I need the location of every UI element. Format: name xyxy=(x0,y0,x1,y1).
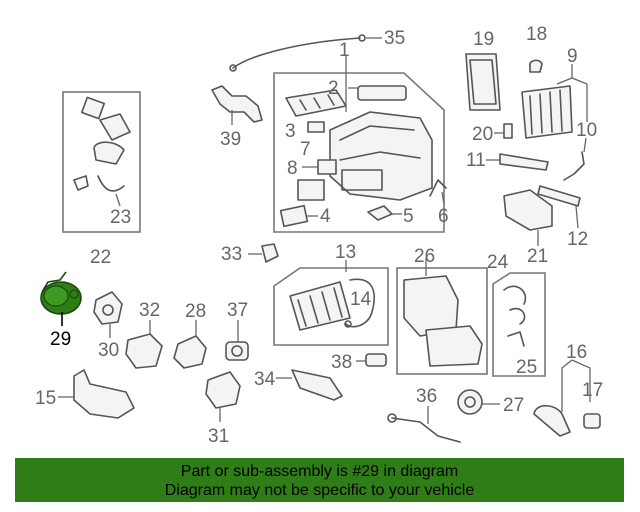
callout-28: 28 xyxy=(185,301,206,322)
part-35-cable xyxy=(229,34,382,72)
part-22-set xyxy=(73,96,131,207)
callout-13: 13 xyxy=(335,242,356,263)
part-26-case xyxy=(403,258,483,367)
callout-39: 39 xyxy=(220,129,241,150)
part-39-bracket xyxy=(211,85,263,125)
part-38-sensor xyxy=(356,353,387,367)
callout-24: 24 xyxy=(487,252,509,273)
part-7-clip xyxy=(307,121,325,133)
part-29-blower-motor xyxy=(40,271,82,326)
part-15-duct xyxy=(58,369,135,419)
part-4b-motor xyxy=(297,179,325,201)
callout-8: 8 xyxy=(287,158,298,179)
callout-35: 35 xyxy=(384,28,405,49)
part-34-duct xyxy=(276,369,343,401)
part-13-evaporator xyxy=(289,260,351,331)
part-12-bracket xyxy=(537,185,581,229)
part-19-filter xyxy=(465,53,501,111)
part-5-seal xyxy=(367,205,402,221)
part-10-hose xyxy=(563,137,587,181)
callout-17: 17 xyxy=(582,380,603,401)
fitment-notice-banner: Part or sub-assembly is #29 in diagram D… xyxy=(15,458,624,502)
callout-31: 31 xyxy=(208,426,229,447)
callout-14: 14 xyxy=(350,289,372,310)
hvac-exploded-diagram: 1 2 3 4 5 6 7 8 9 10 11 12 13 14 15 16 1… xyxy=(35,24,603,447)
part-14-pipe xyxy=(344,278,375,328)
part-1-heater-case xyxy=(329,55,433,201)
callout-1: 1 xyxy=(339,40,350,61)
callout-29-highlighted: 29 xyxy=(50,329,71,350)
callout-38: 38 xyxy=(331,352,352,373)
callout-22: 22 xyxy=(90,247,111,268)
callout-26: 26 xyxy=(414,246,435,267)
callout-4: 4 xyxy=(320,206,331,227)
part-30-actuator xyxy=(93,291,123,338)
callout-6: 6 xyxy=(438,206,449,227)
callout-15: 15 xyxy=(35,388,56,409)
callout-23: 23 xyxy=(110,207,131,228)
group-box-evaporator xyxy=(273,267,389,346)
callout-2: 2 xyxy=(328,78,339,99)
callout-36: 36 xyxy=(416,386,437,407)
group-box-22 xyxy=(62,91,141,233)
callout-5: 5 xyxy=(403,206,414,227)
callout-25: 25 xyxy=(516,357,537,378)
part-2-door xyxy=(348,85,407,101)
callout-37: 37 xyxy=(227,300,248,321)
callout-3: 3 xyxy=(285,121,296,142)
callout-32: 32 xyxy=(139,300,160,321)
part-33-clip xyxy=(248,243,279,263)
part-9-filter xyxy=(521,64,588,139)
callout-11: 11 xyxy=(466,150,486,171)
callout-10: 10 xyxy=(576,120,597,141)
callout-9: 9 xyxy=(567,46,578,67)
group-box-heater-unit xyxy=(273,72,445,233)
part-16-duct xyxy=(533,359,591,437)
part-31-actuator xyxy=(205,371,241,422)
group-box-26 xyxy=(396,267,488,375)
callout-12: 12 xyxy=(567,229,588,250)
part-28-actuator xyxy=(173,320,207,369)
callout-33: 33 xyxy=(221,244,242,265)
part-6-pipe xyxy=(429,179,447,205)
part-8-actuator xyxy=(302,159,337,175)
part-11-rod xyxy=(486,153,549,171)
part-4-seal xyxy=(279,204,318,228)
part-37-sensor xyxy=(225,320,249,361)
group-box-24 xyxy=(492,272,546,377)
fitment-notice-line-2: Diagram may not be specific to your vehi… xyxy=(164,482,475,499)
part-21-duct xyxy=(503,189,553,246)
callout-20: 20 xyxy=(472,124,493,145)
part-20-clip xyxy=(494,123,513,139)
callout-7: 7 xyxy=(300,139,311,160)
callout-30: 30 xyxy=(98,340,119,361)
part-32-actuator xyxy=(125,320,163,369)
callout-34: 34 xyxy=(254,369,276,390)
part-18-clip xyxy=(529,59,543,73)
callout-16: 16 xyxy=(566,342,587,363)
callout-27: 27 xyxy=(503,395,524,416)
callout-18: 18 xyxy=(526,24,547,45)
part-27-resistor xyxy=(457,389,500,415)
part-36-sensor xyxy=(387,406,461,443)
part-17-cap xyxy=(583,413,601,429)
callout-19: 19 xyxy=(473,29,494,50)
part-24-duct xyxy=(503,285,527,347)
callout-21: 21 xyxy=(527,246,548,267)
fitment-notice-line-1: Part or sub-assembly is #29 in diagram xyxy=(180,463,459,480)
